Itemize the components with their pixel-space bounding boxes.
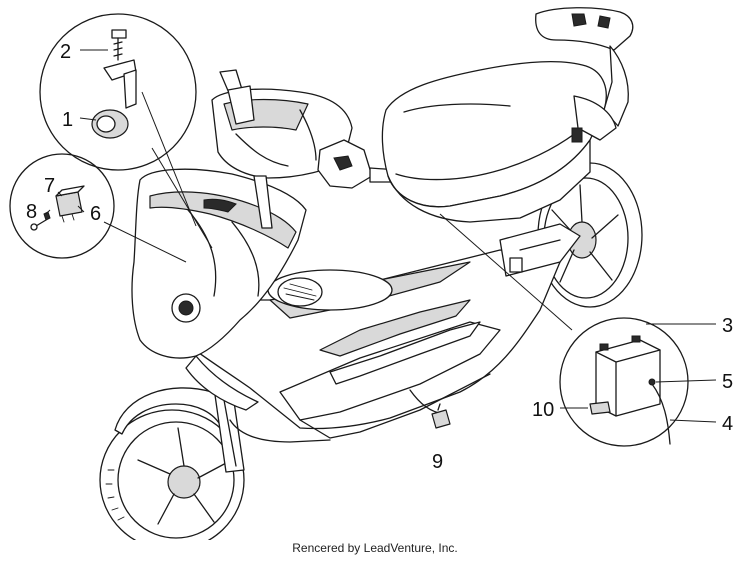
scooter-exploded-view: 2 1 7 8 6 3 5 4 10 9 [9,7,733,540]
callout-6: 6 [90,203,101,225]
tail-section [535,7,634,143]
callout-5: 5 [722,371,733,393]
callout-3: 3 [722,315,733,337]
inset-battery [559,317,689,447]
inset-horn [39,13,197,171]
callout-1: 1 [62,109,73,131]
inset-relay [9,153,115,259]
swingarm [499,223,581,277]
part-9-sensor [431,403,451,429]
front-fender [114,387,245,473]
credit-text: Rencered by LeadVenture, Inc. [292,541,458,555]
handlebar-assembly [211,69,399,229]
callout-10: 10 [532,399,554,421]
callout-4: 4 [722,413,733,435]
callout-8: 8 [26,201,37,223]
seat [381,60,607,223]
leader-lines [45,49,717,423]
callout-7: 7 [44,175,55,197]
front-wheel [99,409,245,540]
callout-2: 2 [60,41,71,63]
rear-wheel [537,162,643,308]
callout-9: 9 [432,451,443,473]
scooter-body [139,249,561,443]
callout-labels: 2 1 7 8 6 3 5 4 10 9 [26,41,733,473]
